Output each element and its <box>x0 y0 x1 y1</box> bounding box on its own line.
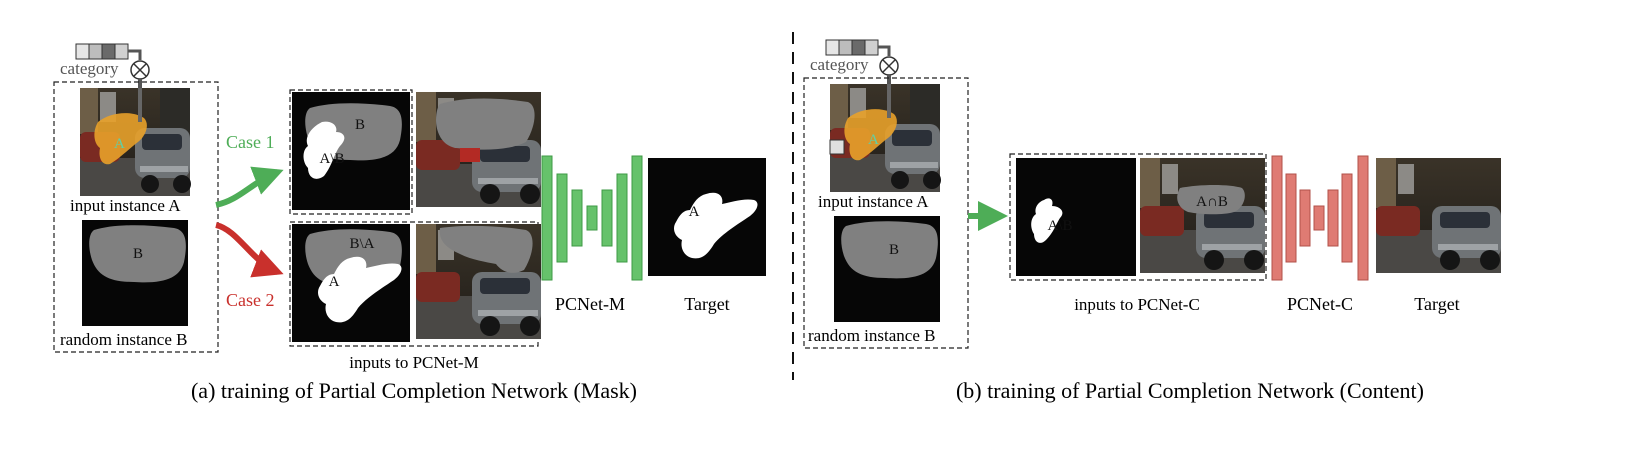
pcnet-c-mask-input: A\B <box>1016 158 1136 276</box>
input-instance-a-caption-b: input instance A <box>818 192 929 211</box>
instance-a-label: A <box>114 136 125 152</box>
case2-mask-bda-label: B\A <box>349 236 374 252</box>
category-vector-icon-b <box>825 39 879 56</box>
mask-b-label-b: B <box>889 242 899 258</box>
pcnet-c-network <box>1271 155 1369 281</box>
caption-b: (b) training of Partial Completion Netwo… <box>956 378 1424 403</box>
input-instances-box <box>53 81 219 353</box>
instance-a-label-b: A <box>868 132 879 148</box>
category-label-b: category <box>810 55 869 74</box>
case2-label: Case 2 <box>226 290 275 310</box>
case2-content-image <box>416 224 541 339</box>
pcnet-m-network <box>541 155 643 281</box>
case1-mask-box <box>289 89 413 215</box>
case1-arrow <box>215 166 284 208</box>
case2-mask-image: B\A A <box>292 224 410 342</box>
target-mask-a: A <box>648 158 766 276</box>
inputs-pcnet-m-label: inputs to PCNet-M <box>349 353 478 372</box>
pcnet-c-mask-anb-label: A∩B <box>1196 194 1228 210</box>
pcnet-m-label: PCNet-M <box>555 294 625 314</box>
pcnet-m-inputs-box <box>289 221 539 347</box>
case1-mask-b-label: B <box>355 117 365 133</box>
input-instance-a-image: A <box>80 88 191 196</box>
mask-b-label: B <box>133 246 143 262</box>
case2-mask-a-label: A <box>329 274 340 290</box>
category-label: category <box>60 59 119 78</box>
multiply-circle-icon-b <box>879 56 899 76</box>
case1-label: Case 1 <box>226 132 275 152</box>
category-vector-icon <box>75 43 129 60</box>
random-instance-b-caption-b: random instance B <box>808 326 935 345</box>
case1-content-image <box>416 92 541 207</box>
target-label-b: Target <box>1414 294 1459 314</box>
random-instance-b-image: B <box>82 220 188 326</box>
multiply-circle-icon <box>130 60 150 80</box>
pcnet-c-inputs-box <box>1009 153 1267 281</box>
case1-mask-image: B A\B <box>292 92 410 210</box>
target-label-a: Target <box>684 294 729 314</box>
target-a-label: A <box>689 204 700 220</box>
caption-a: (a) training of Partial Completion Netwo… <box>191 378 637 403</box>
case1-mask-adb-label: A\B <box>319 151 344 167</box>
pcnet-c-label: PCNet-C <box>1287 294 1353 314</box>
pcnet-c-content-input: A∩B <box>1140 158 1265 273</box>
random-instance-b-caption: random instance B <box>60 330 187 349</box>
input-instance-a-caption: input instance A <box>70 196 181 215</box>
target-content-b <box>1376 158 1501 273</box>
input-instance-a-image-b: A <box>829 84 941 192</box>
case2-arrow <box>215 222 284 278</box>
inputs-pcnet-c-label: inputs to PCNet-C <box>1074 295 1200 314</box>
random-instance-b-image-b: B <box>834 216 940 322</box>
pcnet-c-mask-adb-label: A\B <box>1047 218 1072 234</box>
